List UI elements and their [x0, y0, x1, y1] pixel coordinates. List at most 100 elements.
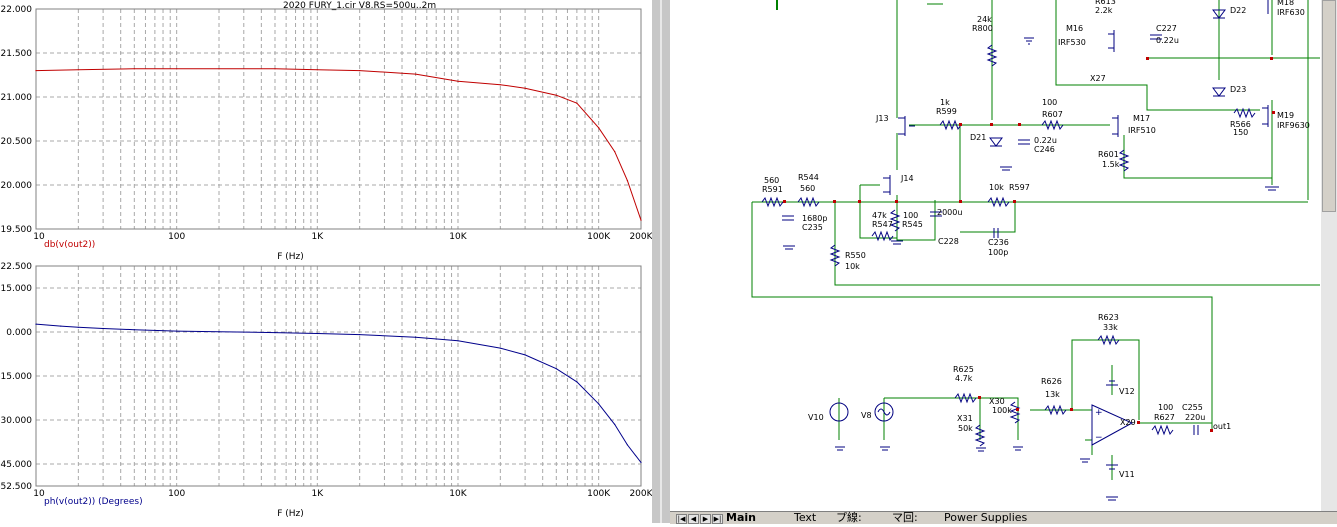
component-label: R547 [872, 220, 893, 229]
x-axis-label: F (Hz) [277, 509, 304, 519]
y-tick-label: 20.500 [1, 137, 33, 147]
component-label: 47k [872, 211, 887, 220]
window-title: 2020 FURY_1.cir V8.RS=500u..2m [283, 1, 436, 11]
schematic-canvas: + − [751, 0, 1320, 501]
y-tick-label: 20.000 [1, 181, 33, 191]
component-label: R627 [1154, 413, 1175, 422]
legend-entry: ph(v(out2)) (Degrees) [44, 497, 143, 507]
y-tick-label: -15.000 [0, 372, 32, 382]
splitter[interactable] [652, 0, 670, 523]
x-tick-label: 200K [629, 232, 652, 242]
component-label: R550 [845, 251, 866, 260]
data-point [218, 68, 220, 70]
data-point [640, 461, 642, 464]
series-line [35, 68, 642, 221]
component-label: C228 [938, 237, 959, 246]
y-tick-label: 0.000 [6, 328, 32, 338]
data-point [626, 444, 629, 446]
component-label: M18 [1277, 0, 1294, 7]
component-label: R566 [1230, 120, 1251, 129]
data-point [555, 94, 557, 96]
schematic-nodes [783, 57, 1275, 432]
data-point [524, 354, 526, 356]
component-label: C235 [802, 223, 823, 232]
component-label: 24k [977, 15, 992, 24]
x-axis-label: F (Hz) [277, 252, 304, 262]
x-tick-label: 1K [312, 232, 325, 242]
component-label: 220u [1185, 413, 1205, 422]
component-label: R601 [1098, 150, 1119, 159]
component-label: C255 [1182, 403, 1203, 412]
plot-frame [35, 8, 642, 230]
component-label: R626 [1041, 377, 1062, 386]
component-label: 100p [988, 248, 1008, 257]
component-label: J14 [900, 174, 914, 183]
component-label: 33k [1103, 323, 1118, 332]
data-point [218, 331, 220, 333]
y-tick-label: 19.500 [1, 225, 33, 235]
y-tick-label: -52.500 [0, 482, 32, 492]
scroll-thumb[interactable] [1322, 0, 1336, 212]
component-label: 2.2k [1095, 6, 1113, 15]
tab-main[interactable]: Main [726, 511, 756, 524]
component-label: R625 [953, 365, 974, 374]
y-tick-label: -45.000 [0, 460, 32, 470]
component-label: 100 [1042, 98, 1057, 107]
data-point [133, 68, 135, 70]
x-tick-label: 100K [587, 232, 611, 242]
vertical-scrollbar[interactable] [1321, 0, 1337, 511]
component-label: D23 [1230, 85, 1246, 94]
component-label: R800 [972, 24, 993, 33]
data-point [415, 336, 417, 338]
x-tick-label: 100K [587, 489, 611, 499]
data-point [316, 69, 318, 71]
data-point [457, 340, 459, 342]
component-label: 0.22u [1034, 136, 1057, 145]
tab-3[interactable]: プ線: [836, 511, 862, 524]
data-point [598, 403, 600, 405]
data-point [499, 84, 501, 86]
component-label: 1680p [802, 214, 827, 223]
tab-power-supplies[interactable]: Power Supplies [944, 511, 1028, 524]
component-label: IRF630 [1277, 8, 1305, 17]
data-point [415, 73, 417, 75]
data-point [555, 368, 557, 370]
component-label: IRF530 [1058, 38, 1086, 47]
component-label: 100 [903, 211, 918, 220]
component-label: 2000u [937, 208, 962, 217]
component-label: 10k [845, 262, 860, 271]
series-line [35, 323, 642, 463]
component-label: R544 [798, 173, 819, 182]
schematic-components: + − [761, 0, 1279, 501]
component-label: R599 [936, 107, 957, 116]
tab-4[interactable]: マ回: [892, 511, 918, 524]
data-point [359, 334, 361, 336]
component-label: X30 [989, 397, 1005, 406]
data-point [576, 102, 578, 104]
component-label: 1.5k [1102, 160, 1120, 169]
tab-bar: |◀ ◀ ▶ ▶| Main Text プ線: マ回: Power Suppli… [670, 511, 1337, 524]
x-tick-label: 100 [168, 489, 185, 499]
component-label: 100 [1158, 403, 1173, 412]
component-label: R597 [1009, 183, 1030, 192]
x-tick-label: 10K [449, 232, 467, 242]
component-label: out1 [1213, 422, 1231, 431]
data-point [626, 180, 629, 182]
component-label: 50k [958, 424, 973, 433]
component-label: D21 [970, 133, 986, 142]
data-point [524, 87, 526, 89]
component-label: C227 [1156, 24, 1177, 33]
y-tick-label: 21.500 [1, 49, 33, 59]
component-label: V8 [861, 411, 872, 420]
tab-text[interactable]: Text [794, 511, 817, 524]
data-point [640, 219, 642, 221]
component-label: M17 [1133, 114, 1150, 123]
data-point [614, 423, 616, 425]
data-point [576, 381, 578, 383]
component-label: C236 [988, 238, 1009, 247]
x-tick-label: 100 [168, 232, 185, 242]
schematic-wires [751, 0, 1320, 480]
data-point [274, 332, 276, 334]
